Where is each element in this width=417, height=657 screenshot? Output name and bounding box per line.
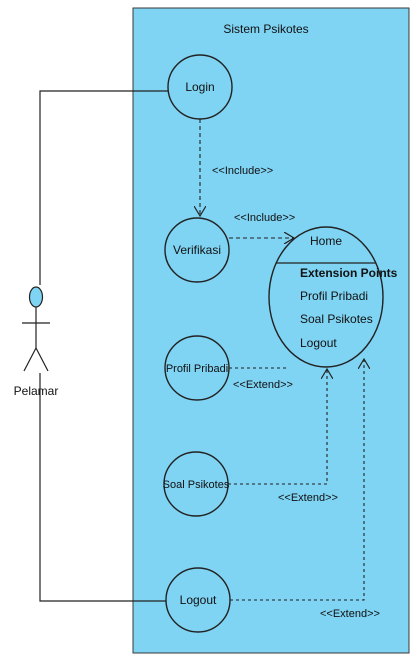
usecase-verifikasi-label: Verifikasi [173,243,221,257]
actor-pelamar[interactable] [22,286,50,372]
usecase-home-title: Home [310,234,342,248]
actor-leg-left [23,347,37,372]
usecase-home[interactable]: Home Extension Points Profil Pribadi Soa… [268,226,398,368]
extend-soal-line [228,369,327,485]
extend-profil-label: <<Extend>> [233,379,293,391]
include-login-verifikasi-label: <<Include>> [212,165,273,177]
usecase-home-shape [268,226,384,368]
usecase-logout-label: Logout [180,593,217,607]
extension-point-item: Soal Psikotes [300,312,373,326]
actor-label: Pelamar [14,384,59,398]
usecase-logout[interactable]: Logout [165,567,231,633]
extension-point-item: Profil Pribadi [300,289,368,303]
usecase-verifikasi-shape [164,217,230,283]
usecase-soal-psikotes[interactable]: Soal Psikotes [163,451,230,517]
include-verifikasi-home-label: <<Include>> [234,212,295,224]
extend-logout-line [230,359,364,601]
actor-head [28,286,44,308]
actor-leg-right [35,347,49,372]
usecase-soal-psikotes-label: Soal Psikotes [163,479,230,491]
extend-soal-label: <<Extend>> [278,492,338,504]
association-logout [39,373,168,602]
association-login [39,90,168,285]
usecase-verifikasi[interactable]: Verifikasi [164,217,230,283]
extension-point-item: Logout [300,336,337,350]
extend-logout-label: <<Extend>> [320,608,380,620]
usecase-login[interactable]: Login [167,54,233,120]
system-title: Sistem Psikotes [223,22,308,36]
usecase-profil-pribadi[interactable]: Profil Pribadi [164,335,230,401]
usecase-login-label: Login [185,80,214,94]
usecase-profil-pribadi-label: Profil Pribadi [166,363,228,375]
extension-points-title: Extension Points [300,266,398,280]
